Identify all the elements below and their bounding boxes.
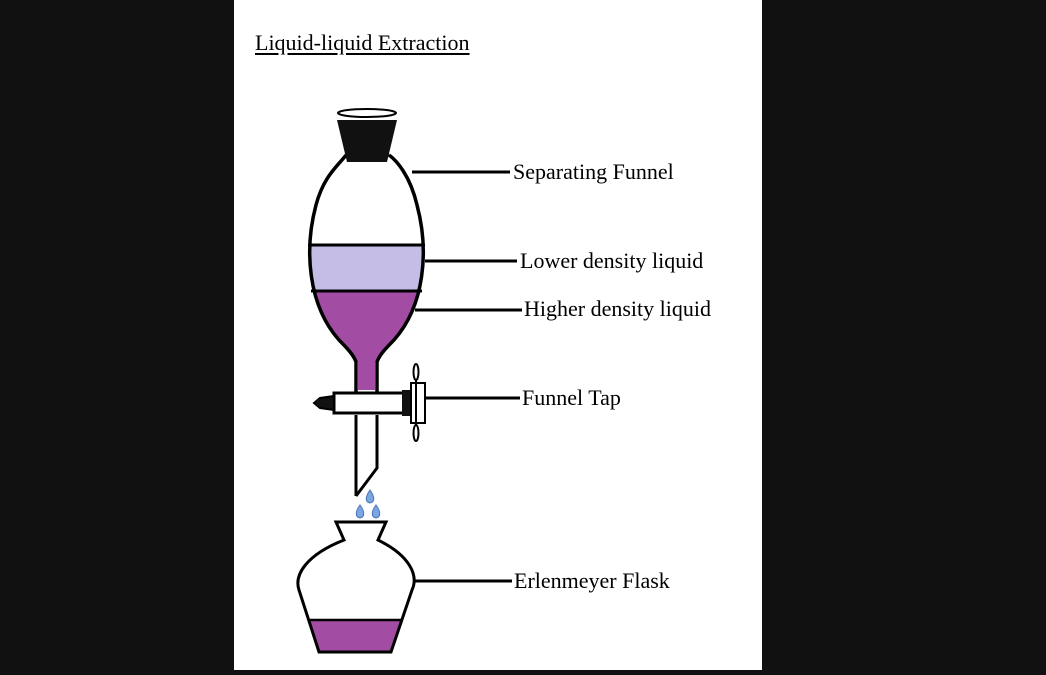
separating-funnel [308, 108, 425, 497]
droplets-icon [355, 489, 381, 519]
label-funnel-tap: Funnel Tap [522, 385, 621, 410]
stopper-icon [337, 108, 397, 162]
stem-liquid [358, 355, 375, 390]
flask-liquid [297, 620, 415, 652]
lower-density-liquid-layer [309, 245, 424, 291]
label-lower-density-liquid: Lower density liquid [520, 248, 704, 273]
funnel-tap-icon [312, 363, 426, 442]
flask-outline [296, 520, 416, 654]
label-higher-density-liquid: Higher density liquid [524, 296, 711, 321]
label-erlenmeyer-flask: Erlenmeyer Flask [514, 568, 670, 593]
funnel-stem-tip [354, 415, 379, 497]
funnel-bulb-outline [308, 153, 425, 392]
diagram-panel: Liquid-liquid Extraction [234, 0, 762, 670]
label-separating-funnel: Separating Funnel [513, 159, 674, 184]
erlenmeyer-flask [296, 520, 416, 654]
diagram-title: Liquid-liquid Extraction [255, 30, 470, 55]
extraction-apparatus-illustration [296, 108, 522, 654]
